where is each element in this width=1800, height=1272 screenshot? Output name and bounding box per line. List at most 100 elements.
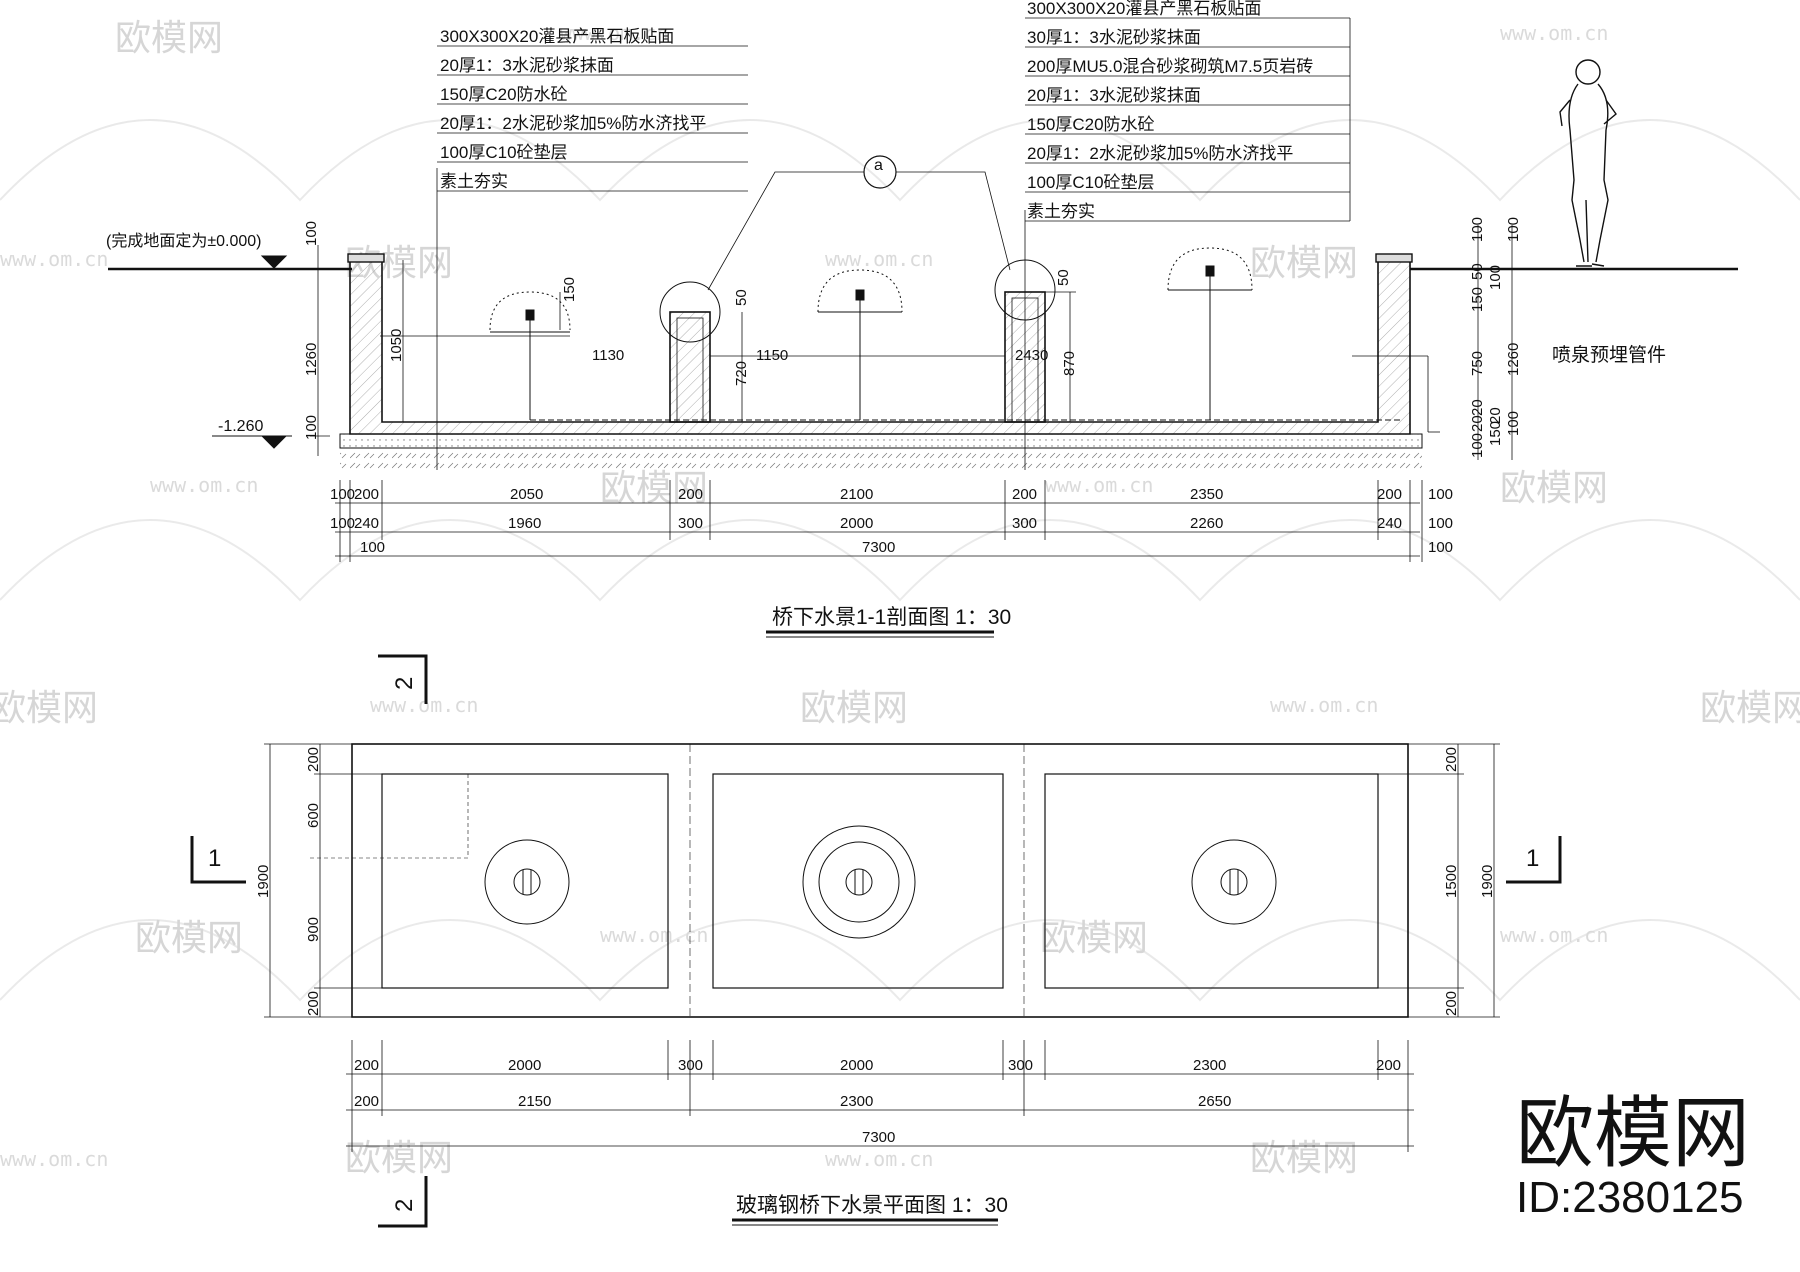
dim-label: 2300 <box>840 1093 873 1110</box>
dim-label: 100 <box>1469 217 1486 242</box>
watermark-brand: 欧模网 <box>0 688 98 729</box>
dim-label: 1260 <box>303 343 320 376</box>
watermark-url: www.om.cn <box>370 693 478 717</box>
left-layer-label: 300X300X20灌县产黑石板贴面 <box>440 27 674 46</box>
right-layer-label: 200厚MU5.0混合砂浆砌筑M7.5页岩砖 <box>1027 57 1313 76</box>
dim-label: 200 <box>1377 486 1402 503</box>
left-layer-label: 100厚C10砼垫层 <box>440 143 568 162</box>
dim-label: 600 <box>305 803 322 828</box>
dim-label: 150 <box>1487 421 1504 446</box>
dim-label: 300 <box>678 515 703 532</box>
dim-label: 150 <box>561 277 578 302</box>
dim-label: 100 <box>303 221 320 246</box>
dim-label: 2000 <box>840 515 873 532</box>
watermark-brand: 欧模网 <box>1500 468 1608 509</box>
dim-label: 2000 <box>508 1057 541 1074</box>
dim-label: 300 <box>678 1057 703 1074</box>
watermark-brand: 欧模网 <box>600 468 708 509</box>
watermark-url: www.om.cn <box>825 1147 933 1171</box>
dim-label: 870 <box>1061 351 1078 376</box>
dim-label: 300 <box>1012 515 1037 532</box>
dim-label: 200 <box>354 1093 379 1110</box>
dim-label: 1050 <box>388 329 405 362</box>
watermark-url: www.om.cn <box>0 1147 108 1171</box>
dim-label: 200 <box>1443 991 1460 1016</box>
watermark-url: www.om.cn <box>1500 21 1608 45</box>
dim-label: 1150 <box>756 347 788 364</box>
section-texts: 300X300X20灌县产黑石板贴面 20厚1：3水泥砂浆抹面 150厚C20防… <box>106 0 1666 629</box>
dim-label: 100 <box>1505 217 1522 242</box>
dim-label: 2350 <box>1190 486 1223 503</box>
section-drawing <box>108 17 1738 638</box>
dim-label: 150 <box>1469 287 1486 312</box>
watermark-url: www.om.cn <box>1500 923 1608 947</box>
dim-label: 200 <box>1012 486 1037 503</box>
watermark-brand: 欧模网 <box>345 1138 453 1179</box>
dim-label: 100 <box>1469 433 1486 458</box>
left-layer-label: 20厚1：3水泥砂浆抹面 <box>440 56 614 75</box>
right-layer-label: 100厚C10砼垫层 <box>1027 173 1155 192</box>
dim-label: 50 <box>733 289 750 306</box>
right-layer-label: 30厚1：3水泥砂浆抹面 <box>1027 28 1201 47</box>
watermark-url: www.om.cn <box>150 473 258 497</box>
dim-label: 20 <box>1469 415 1486 432</box>
watermark-brand: 欧模网 <box>800 688 908 729</box>
dim-label: 200 <box>1443 747 1460 772</box>
dim-label: 300 <box>1008 1057 1033 1074</box>
dim-label: 50 <box>1055 269 1072 286</box>
section-cut-label: 2 <box>391 1199 418 1212</box>
dim-label: 100 <box>330 486 355 503</box>
dim-label: 1900 <box>255 865 272 898</box>
dim-label: 900 <box>305 917 322 942</box>
dim-label: 200 <box>1376 1057 1401 1074</box>
left-layer-label: 150厚C20防水砼 <box>440 85 568 104</box>
watermark-url: www.om.cn <box>1270 693 1378 717</box>
dim-label: 2150 <box>518 1093 551 1110</box>
dim-label: 100 <box>1505 411 1522 436</box>
dim-label: 200 <box>305 991 322 1016</box>
dim-label: 720 <box>733 361 750 386</box>
dim-label: 100 <box>1428 515 1453 532</box>
dim-label: 2430 <box>1015 347 1048 364</box>
dim-label: 2100 <box>840 486 873 503</box>
dim-label: 50 <box>1469 263 1486 280</box>
section-title: 桥下水景1-1剖面图 1：30 <box>772 606 1011 629</box>
dim-label: 100 <box>1428 486 1453 503</box>
plan-texts: 1 1 2 2 200 600 900 200 1900 200 1500 20… <box>208 677 1539 1217</box>
dim-label: 240 <box>354 515 379 532</box>
watermark-url: www.om.cn <box>600 923 708 947</box>
dim-label: 240 <box>1377 515 1402 532</box>
dim-label: 2260 <box>1190 515 1223 532</box>
watermark-layer: 欧模网 欧模网 欧模网 欧模网 欧模网 欧模网 欧模网 欧模网 欧模网 欧模网 … <box>0 18 1800 1179</box>
dim-label: 2650 <box>1198 1093 1231 1110</box>
dim-label: 100 <box>303 415 320 440</box>
watermark-url: www.om.cn <box>1045 473 1153 497</box>
watermark-brand: 欧模网 <box>1700 688 1800 729</box>
brand-stamp: 欧模网 ID:2380125 <box>1516 1089 1750 1222</box>
pipe-note: 喷泉预埋管件 <box>1552 344 1666 366</box>
dim-label: 100 <box>1487 265 1504 290</box>
dim-label: 2050 <box>510 486 543 503</box>
dim-label: 7300 <box>862 539 895 556</box>
dim-label: 1260 <box>1505 343 1522 376</box>
right-layer-label: 20厚1：3水泥砂浆抹面 <box>1027 86 1201 105</box>
bottom-level-label: -1.260 <box>218 418 263 435</box>
plan-title: 玻璃钢桥下水景平面图 1：30 <box>736 1194 1008 1217</box>
brand-logo: 欧模网 <box>1516 1089 1750 1177</box>
right-layer-label: 150厚C20防水砼 <box>1027 115 1155 134</box>
dim-label: 100 <box>360 539 385 556</box>
dim-label: 200 <box>305 747 322 772</box>
dim-label: 100 <box>1428 539 1453 556</box>
dim-label: 20 <box>1469 399 1486 416</box>
dim-label: 1900 <box>1479 865 1496 898</box>
plan-drawing <box>190 654 1562 1228</box>
dim-label: 750 <box>1469 351 1486 376</box>
dim-label: 7300 <box>862 1129 895 1146</box>
dim-label: 20 <box>1487 407 1504 424</box>
right-layer-label: 素土夯实 <box>1027 202 1095 221</box>
section-cut-label: 2 <box>391 677 418 690</box>
dim-label: 1500 <box>1443 865 1460 898</box>
watermark-brand: 欧模网 <box>1040 918 1148 959</box>
ground-level-note: (完成地面定为±0.000) <box>106 232 261 250</box>
